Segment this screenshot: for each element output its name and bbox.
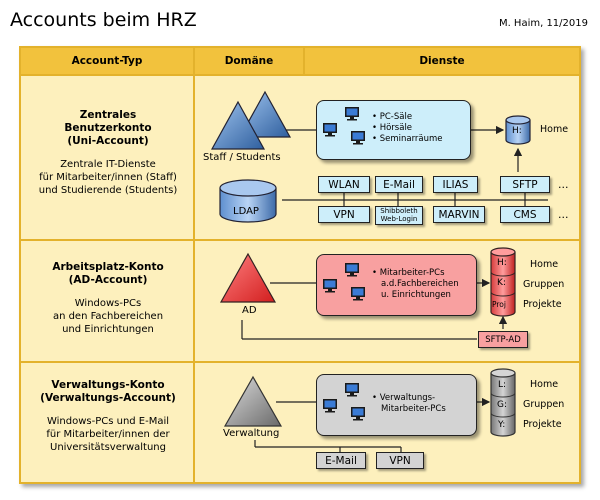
service-vpn: VPN xyxy=(318,206,370,223)
uni-home-label: Home xyxy=(540,124,569,135)
shibboleth-line-2: Web-Login xyxy=(380,214,418,223)
uni-pc-item: PC-Säle xyxy=(372,112,443,123)
verw-g-letter: G: xyxy=(497,400,508,410)
service-verw-vpn: VPN xyxy=(376,452,424,469)
row-verw-title-2: (Verwaltungs-Account) xyxy=(40,392,176,404)
verwaltung-pc-item: Mitarbeiter-PCs xyxy=(381,404,446,414)
service-cms: CMS xyxy=(500,206,550,223)
verw-gruppen-label: Gruppen xyxy=(523,399,565,410)
staff-students-triangles-icon xyxy=(210,90,292,150)
ad-proj-letter: Proj xyxy=(492,300,506,309)
header-dienste: Dienste xyxy=(305,48,579,74)
row-verw-title-1: Verwaltungs-Konto xyxy=(51,379,165,391)
uni-home-letter: H: xyxy=(512,126,522,136)
uni-pc-group-box: PC-Säle Hörsäle Seminarräume xyxy=(316,100,471,160)
uni-pc-item: Seminarräume xyxy=(372,134,443,145)
ad-k-letter: K: xyxy=(497,278,506,288)
verw-home-label: Home xyxy=(530,379,559,390)
ldap-database-icon xyxy=(219,179,277,223)
service-sftp: SFTP xyxy=(500,176,550,193)
author-date: M. Haim, 11/2019 xyxy=(498,18,588,29)
ad-pc-item: u. Einrichtungen xyxy=(381,290,451,300)
row-uni-desc-2: für Mitarbeiter/innen (Staff) xyxy=(39,172,177,183)
ad-storage-cylinders-icon xyxy=(490,247,516,317)
table-frame xyxy=(19,46,581,484)
row-divider-header xyxy=(21,74,579,76)
verw-projekte-label: Projekte xyxy=(523,419,562,430)
row-uni-title-2: Benutzerkonto xyxy=(64,122,152,134)
row-ad-title-2: (AD-Account) xyxy=(68,274,148,286)
row-ad-title-1: Arbeitsplatz-Konto xyxy=(52,261,164,273)
uni-domain-label: Staff / Students xyxy=(203,152,281,163)
header-domaene: Domäne xyxy=(195,48,303,74)
header-account-typ: Account-Typ xyxy=(21,48,193,74)
uni-pc-item: Hörsäle xyxy=(372,123,443,134)
verwaltung-domain-label: Verwaltung xyxy=(223,428,280,439)
ldap-label: LDAP xyxy=(233,206,259,217)
service-ilias: ILIAS xyxy=(433,176,478,193)
ad-gruppen-label: Gruppen xyxy=(523,279,565,290)
ad-pc-icons xyxy=(323,263,365,301)
service-email: E-Mail xyxy=(375,176,423,193)
row-verw-desc-2: für Mitarbeiter/innen der xyxy=(46,429,170,440)
ad-h-letter: H: xyxy=(497,258,507,268)
verw-y-letter: Y: xyxy=(498,420,506,430)
row-verw-desc-3: Universitätsverwaltung xyxy=(50,442,166,453)
service-verw-email: E-Mail xyxy=(316,452,366,469)
row-uni-desc-3: und Studierende (Students) xyxy=(38,185,178,196)
ad-pc-item: Mitarbeiter-PCs xyxy=(372,268,459,279)
verwaltung-storage-cylinders-icon xyxy=(490,368,516,437)
row-ad-desc-3: und Einrichtungen xyxy=(62,324,154,335)
row-uni-title-1: Zentrales xyxy=(79,109,137,121)
row-verw-desc-1: Windows-PCs und E-Mail xyxy=(46,416,170,427)
verwaltung-domain-triangle-icon xyxy=(223,375,283,427)
service-sftp-ad: SFTP-AD xyxy=(478,331,528,348)
shibboleth-line-1: Shibboleth xyxy=(380,207,418,215)
service-marvin: MARVIN xyxy=(433,206,485,223)
ad-domain-label: AD xyxy=(242,305,257,316)
service-wlan: WLAN xyxy=(318,176,370,193)
column-divider-1 xyxy=(193,48,195,482)
column-divider-2 xyxy=(303,48,305,74)
verwaltung-pc-icons xyxy=(323,383,365,421)
row-ad-account-type: Arbeitsplatz-Konto (AD-Account) Windows-… xyxy=(22,261,194,336)
page-title: Accounts beim HRZ xyxy=(10,9,197,31)
ad-pc-group-box: Mitarbeiter-PCs a.d.Fachbereichen u. Ein… xyxy=(316,254,477,316)
ad-pc-item: a.d.Fachbereichen xyxy=(381,279,459,289)
row-divider-2 xyxy=(21,361,579,363)
verwaltung-pc-item: Verwaltungs- xyxy=(372,393,446,404)
row-uni-desc-1: Zentrale IT-Dienste xyxy=(60,159,156,170)
verwaltung-pc-group-box: Verwaltungs- Mitarbeiter-PCs xyxy=(316,374,477,436)
home-storage-icon xyxy=(505,115,531,145)
row-verwaltung-account-type: Verwaltungs-Konto (Verwaltungs-Account) … xyxy=(22,379,194,454)
services-ellipsis: ... xyxy=(558,208,569,221)
row-uni-account-type: Zentrales Benutzerkonto (Uni-Account) Ze… xyxy=(22,109,194,197)
row-uni-title-3: (Uni-Account) xyxy=(67,135,149,147)
ad-home-label: Home xyxy=(530,259,559,270)
service-shibboleth: Shibboleth Web-Login xyxy=(375,206,423,225)
row-divider-1 xyxy=(21,239,579,241)
services-ellipsis: ... xyxy=(558,178,569,191)
ad-domain-triangle-icon xyxy=(219,252,277,303)
row-ad-desc-2: an den Fachbereichen xyxy=(52,311,164,322)
uni-pc-icons xyxy=(323,107,365,145)
ad-projekte-label: Projekte xyxy=(523,299,562,310)
row-ad-desc-1: Windows-PCs xyxy=(74,298,142,309)
verw-l-letter: L: xyxy=(498,380,507,390)
